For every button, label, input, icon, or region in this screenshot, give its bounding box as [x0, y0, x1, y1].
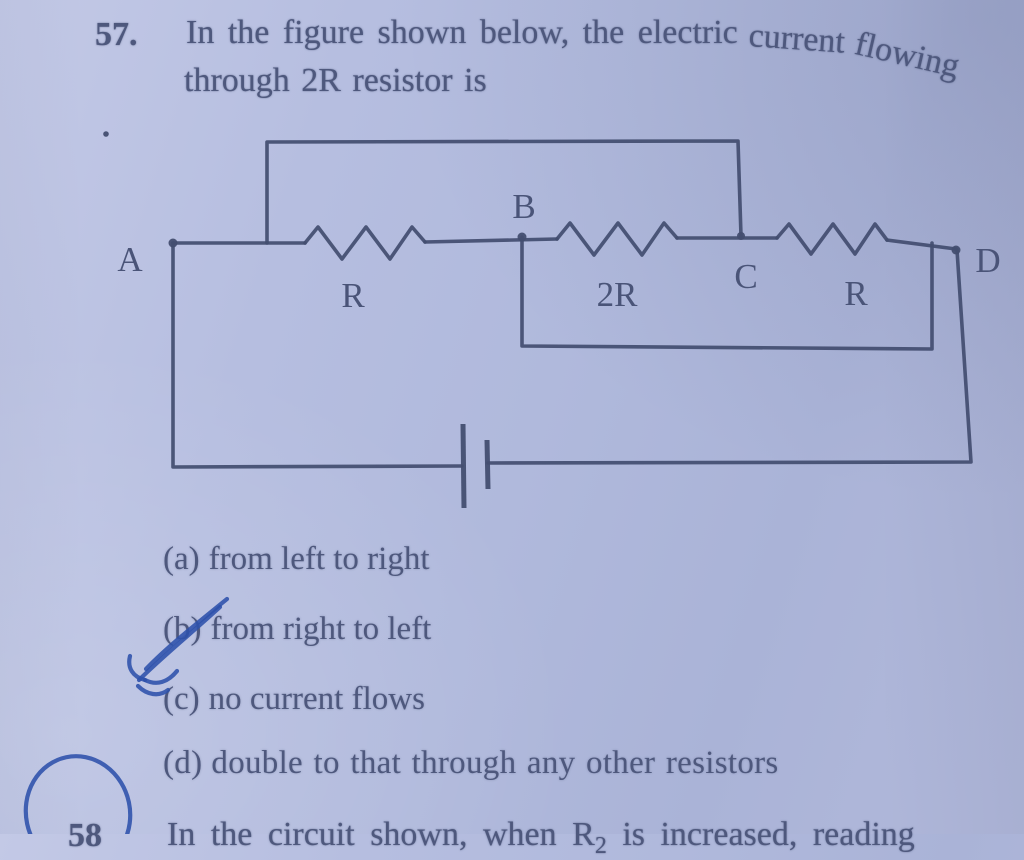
circuit-diagram: A B C D R 2R R: [23, 131, 1001, 834]
resistor-zigzag-right: [775, 222, 889, 256]
battery-symbol: [460, 423, 491, 509]
node-dot-c: [737, 232, 745, 240]
wire-top-loop: [265, 139, 743, 245]
option-a: (a)from left to right: [163, 541, 430, 578]
wire-bottom-left: [171, 241, 464, 469]
resistor-label-right: R: [844, 274, 868, 313]
option-b: (b)from right to left: [163, 611, 431, 648]
wire-b-loop: [520, 235, 934, 351]
option-b-label: (b): [163, 611, 202, 647]
node-label-a: A: [117, 240, 143, 279]
resistor-label-left: R: [341, 276, 365, 315]
ink-speck: [103, 131, 109, 137]
node-label-b: B: [512, 187, 535, 226]
next-question-text-post: is increased, reading: [606, 816, 915, 853]
node-label-d: D: [975, 241, 1000, 280]
option-b-text: from right to left: [210, 611, 432, 647]
next-question-text: In the circuit shown, when R2 is increas…: [167, 816, 915, 860]
option-a-label: (a): [163, 541, 200, 577]
option-c-label: (c): [163, 681, 200, 717]
resistor-zigzag-left: [303, 225, 427, 261]
next-question-number: 58: [68, 817, 102, 854]
next-question-subscript: 2: [594, 832, 607, 859]
node-dot-d: [951, 245, 961, 255]
question-line1-main: In the figure shown below, the electric: [186, 14, 738, 51]
node-dot-b: [517, 232, 527, 242]
option-c-text: no current flows: [208, 681, 425, 717]
option-c: (c)no current flows: [163, 681, 425, 718]
option-d-label: (d): [163, 745, 203, 781]
node-dot-a: [168, 238, 178, 248]
question-text-line1: In the figure shown below, the electric …: [186, 14, 964, 85]
page-edge-shadow: [0, 0, 1024, 834]
wire-r1-to-2r: [423, 237, 559, 244]
option-d: (d)double to that through any other resi…: [163, 745, 779, 782]
resistor-zigzag-middle: [555, 221, 679, 257]
node-label-c: C: [734, 257, 757, 296]
page-shading-overlay: [0, 0, 1024, 834]
question-number: 57.: [95, 16, 138, 53]
question-line1-word-current: current: [747, 17, 846, 61]
next-question-text-pre: In the circuit shown, when R: [167, 816, 595, 853]
battery-short-plate: [484, 439, 491, 490]
option-a-text: from left to right: [208, 541, 430, 577]
page-sheen-overlay: [0, 0, 1024, 834]
resistor-label-middle: 2R: [597, 275, 639, 314]
wire-bottom-right: [486, 248, 973, 465]
option-d-text: double to that through any other resisto…: [211, 745, 779, 781]
question-line1-word-flowing: flowing: [851, 25, 963, 86]
battery-long-plate: [460, 423, 467, 509]
question-text-line2: through 2R resistor is: [184, 62, 487, 99]
wire-r2-to-d: [885, 238, 958, 251]
